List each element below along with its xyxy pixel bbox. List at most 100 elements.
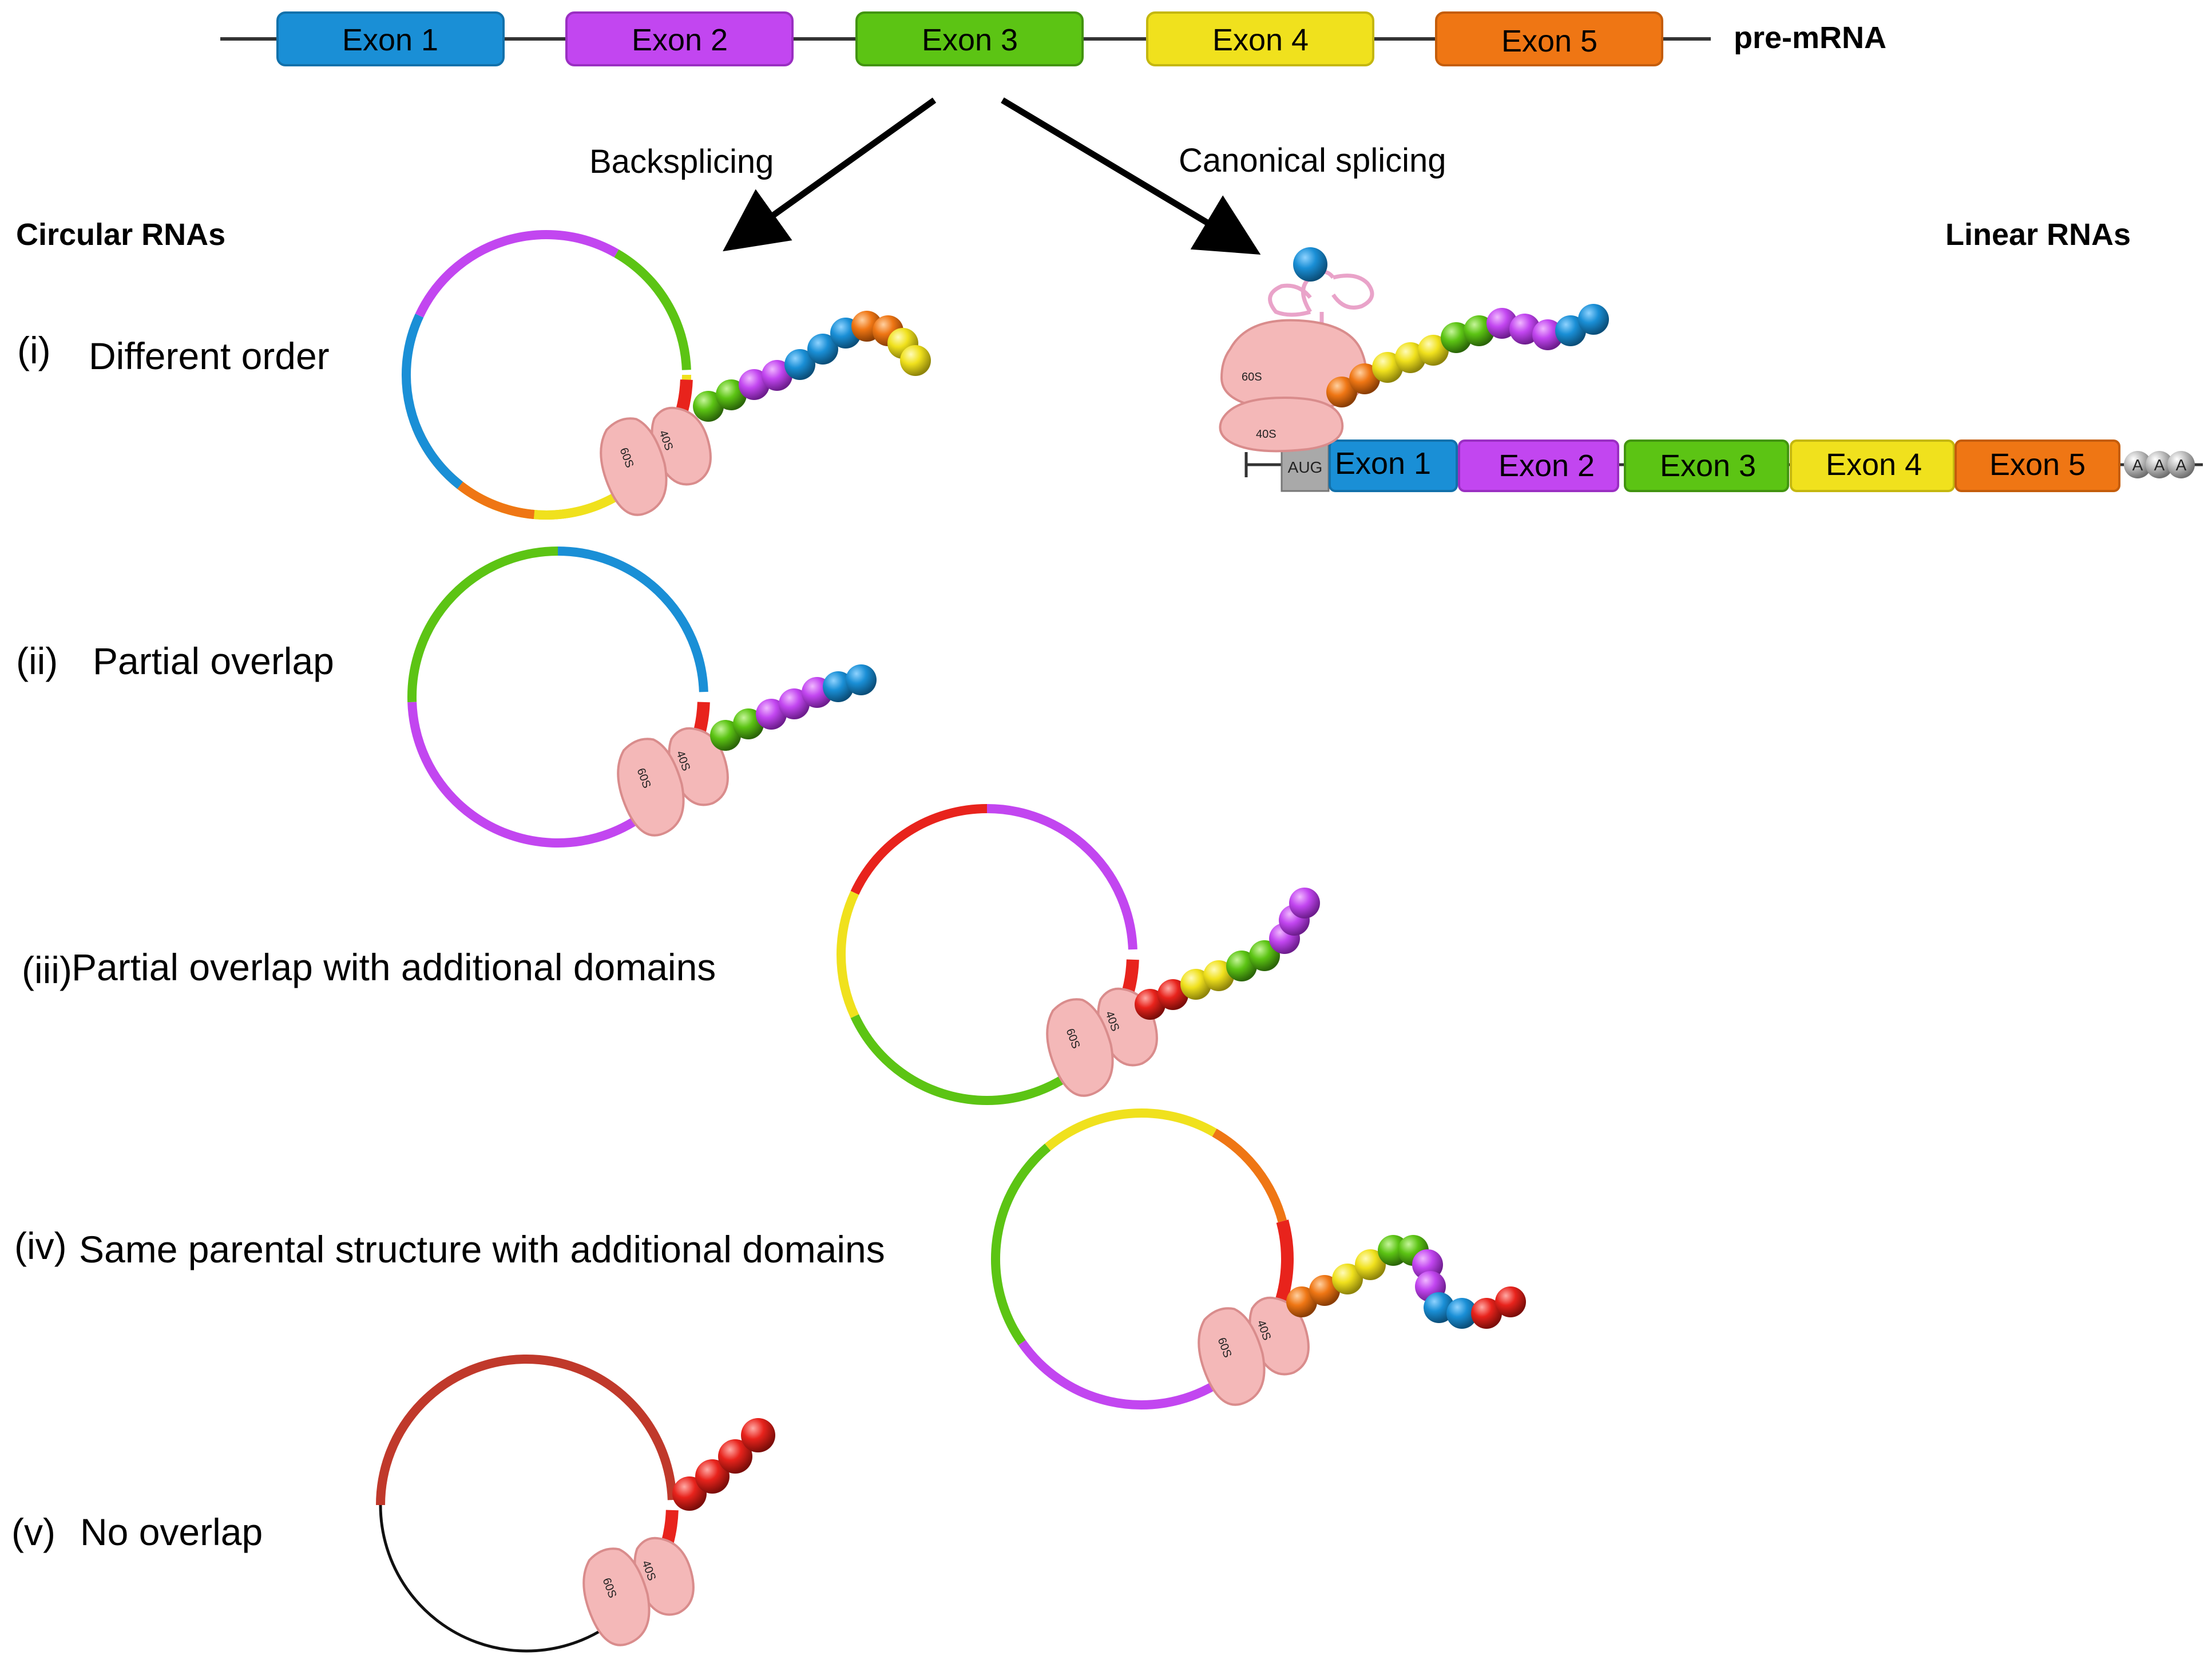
arc-exon-4 — [533, 489, 624, 520]
arc-exon-4 — [1044, 1108, 1217, 1151]
pre-mrna-exon-1-label: Exon 1 — [342, 23, 438, 57]
linear-exon-1: Exon 1 — [1329, 439, 1458, 492]
poly-a-tail: A A A — [2124, 451, 2195, 478]
linear-exon-3: Exon 3 — [1624, 439, 1789, 492]
arc-extra-domain — [850, 804, 988, 895]
peptide-bead — [1418, 335, 1449, 366]
large-subunit — [600, 417, 668, 516]
pre-mrna-exon-5-label: Exon 5 — [1501, 24, 1597, 58]
peptide-bead — [1555, 315, 1586, 346]
peptide-bead — [695, 1459, 730, 1494]
item-iv-text: Same parental structure with additional … — [79, 1228, 885, 1270]
arc-exon-2 — [407, 702, 673, 848]
item-iii-label: (iii) Partial overlap with additional do… — [22, 946, 716, 991]
item-v-number: (v) — [11, 1511, 56, 1553]
poly-a-label: A — [2132, 456, 2143, 474]
poly-a-label: A — [2176, 456, 2187, 474]
small-subunit — [633, 1537, 695, 1616]
ires-segment — [1274, 1219, 1294, 1306]
peptide-bead — [1446, 1298, 1477, 1329]
linear-mrna: AUG Exon 1 Exon 2 Exon 3 Exon 4 Exon 5 A… — [1244, 439, 2203, 492]
pre-mrna-exon-5: Exon 5 — [1435, 11, 1663, 66]
large-subunit — [1198, 1307, 1266, 1406]
arc-exon-5 — [1212, 1129, 1287, 1223]
poly-a-bead — [2167, 451, 2195, 478]
poly-a-bead — [2146, 451, 2173, 478]
poly-a-label: A — [2154, 456, 2165, 474]
linear-exon-4: Exon 4 — [1790, 439, 1955, 492]
large-subunit — [1046, 998, 1114, 1097]
linear-exon-1-label: Exon 1 — [1335, 446, 1431, 481]
item-iv-label: (iv) Same parental structure with additi… — [14, 1225, 885, 1270]
peptide-bead — [1249, 940, 1280, 971]
peptide-bead — [1309, 1275, 1340, 1306]
linear-nascent-peptide — [1326, 304, 1609, 407]
peptide-bead — [779, 688, 810, 719]
start-codon-label: AUG — [1288, 458, 1323, 476]
linear-exon-5-label: Exon 5 — [1989, 448, 2086, 482]
small-subunit — [1219, 396, 1344, 453]
item-i-label: (i) Different order — [17, 329, 330, 377]
pre-mrna-label: pre-mRNA — [1734, 21, 1886, 55]
peptide-bead — [900, 345, 931, 376]
large-subunit — [617, 738, 685, 837]
peptide-bead — [1289, 888, 1320, 918]
backsplicing-arrow — [723, 97, 937, 252]
large-subunit-label: 60S — [1242, 371, 1262, 383]
peptide-bead — [718, 1439, 752, 1474]
pre-mrna-exon-4-label: Exon 4 — [1212, 23, 1309, 57]
arc-exon-2 — [1018, 1340, 1217, 1409]
arc-exon-2 — [415, 230, 619, 318]
peptide-bead — [807, 334, 838, 365]
peptide-bead — [1326, 377, 1357, 407]
linear-exon-2: Exon 2 — [1458, 439, 1619, 492]
item-v-label: (v) No overlap — [11, 1511, 263, 1553]
small-subunit — [651, 406, 712, 486]
small-subunit-label: 40S — [1256, 428, 1277, 441]
large-subunit — [582, 1547, 651, 1646]
arc-exon-1 — [557, 547, 708, 692]
arc-exon-3 — [614, 249, 691, 370]
pre-mrna-exon-4: Exon 4 — [1146, 11, 1374, 66]
pre-mrna-exon-2-label: Exon 2 — [632, 23, 728, 57]
item-iii-text: Partial overlap with additional domains — [72, 946, 716, 988]
pre-mrna-exon-3: Exon 3 — [855, 11, 1084, 66]
peptide-bead — [741, 1418, 775, 1452]
arc-untranslated — [379, 1504, 640, 1653]
poly-a-bead — [2124, 451, 2151, 478]
canonical-splicing-arrow — [1001, 97, 1261, 255]
peptide-bead — [1532, 319, 1563, 350]
peptide-bead — [693, 391, 724, 422]
item-iv-number: (iv) — [14, 1225, 67, 1267]
linear-rnas-heading: Linear RNAs — [1945, 217, 2131, 252]
arc-exon-1 — [402, 314, 463, 489]
peptide-bead — [1578, 304, 1609, 335]
peptide-bead — [1471, 1298, 1502, 1329]
peptide-bead — [1349, 363, 1380, 394]
peptide-bead — [1286, 1286, 1317, 1317]
item-ii-text: Partial overlap — [93, 640, 334, 682]
small-subunit — [668, 727, 729, 806]
initiator-bead — [1293, 247, 1327, 282]
arc-exon-4 — [837, 890, 859, 1019]
item-ii-number: (ii) — [16, 640, 58, 682]
peptide-bead — [846, 664, 877, 695]
peptide-bead — [1495, 1286, 1526, 1317]
backsplicing-label: Backsplicing — [589, 143, 774, 180]
pre-mrna-exon-3-label: Exon 3 — [922, 23, 1018, 57]
arc-exon-5 — [457, 481, 535, 520]
circular-rnas-heading: Circular RNAs — [16, 217, 225, 252]
pre-mrna-exon-2: Exon 2 — [565, 11, 794, 66]
trna — [1268, 247, 1374, 386]
item-i-text: Different order — [89, 335, 330, 377]
peptide-bead — [710, 720, 741, 751]
